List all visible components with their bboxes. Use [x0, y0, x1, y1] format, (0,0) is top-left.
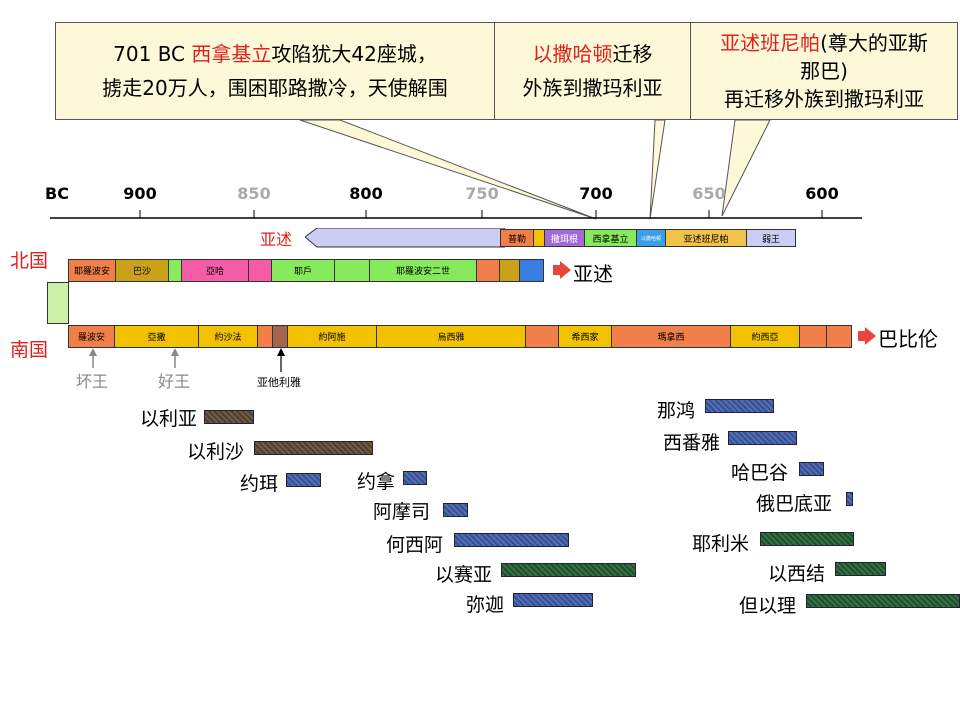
- prophet-label: 那鸿: [657, 400, 696, 422]
- south-king-josiah: 約西亞: [730, 325, 800, 348]
- axis-tick-750: 750: [465, 184, 499, 203]
- prophet-label: 弥迦: [466, 594, 505, 616]
- good-king-label: 好王: [158, 372, 191, 391]
- south-king-jehoram: [257, 325, 273, 348]
- axis-tick-900: 900: [123, 184, 157, 203]
- south-king-asa: 亞撒: [114, 325, 199, 348]
- north-king-ahab: 亞哈: [181, 259, 249, 282]
- north-exile-destination: 亚述: [573, 262, 613, 286]
- axis-bc-label: BC: [45, 184, 69, 203]
- callout-text-line2: 那巴): [800, 59, 848, 83]
- prophet-label: 但以理: [739, 595, 797, 617]
- callout-text: 迁移: [612, 42, 653, 66]
- prophet-bar: [806, 594, 960, 608]
- prophet-bar: [443, 503, 468, 517]
- callout-esarhaddon: 以撒哈顿迁移 外族到撒玛利亚: [494, 22, 691, 120]
- prophet-bar: [799, 462, 824, 476]
- assyria-king-sargon: 撒珥根: [544, 229, 585, 247]
- prophet-label: 约拿: [357, 471, 396, 493]
- south-king-rehoboam: 羅波安: [68, 325, 115, 348]
- south-exile-arrow-icon: [865, 327, 876, 345]
- south-king-late1: [799, 325, 827, 348]
- assyria-king-pul: 普勒: [500, 229, 534, 247]
- prophet-bar: [286, 473, 321, 487]
- north-king-jeroboam: 耶羅波安: [68, 259, 116, 282]
- north-king-late1: [476, 259, 500, 282]
- north-kingdom-label: 北国: [10, 250, 49, 272]
- prophet-label: 约珥: [240, 473, 279, 495]
- south-king-joash: 約阿施: [287, 325, 377, 348]
- prophet-label: 以利沙: [187, 441, 245, 463]
- prophet-label: 以西结: [768, 563, 826, 585]
- assyria-king-ashurbanipal: 亚述班尼帕: [665, 229, 747, 247]
- prophet-label: 西番雅: [663, 432, 721, 454]
- axis-tick-800: 800: [349, 184, 383, 203]
- axis-line: [50, 210, 862, 219]
- north-king-late2: [499, 259, 520, 282]
- south-king-late2: [826, 325, 852, 348]
- south-king-ahaz: [525, 325, 559, 348]
- north-king-jehu: 耶戶: [271, 259, 335, 282]
- callout-text-line2: 掳走20万人，围困耶路撒冷，天使解围: [102, 76, 448, 100]
- south-kingdom-label: 南国: [10, 339, 49, 361]
- south-exile-destination: 巴比伦: [878, 327, 938, 351]
- prophet-label: 哈巴谷: [731, 462, 789, 484]
- prophet-bar: [403, 471, 427, 485]
- prophet-bar: [204, 410, 254, 424]
- assyria-king-weak: 弱王: [746, 229, 796, 247]
- callout-king-ashurbanipal: 亚述班尼帕: [720, 31, 821, 55]
- axis-tick-850: 850: [237, 184, 271, 203]
- axis-tick-700: 700: [579, 184, 613, 203]
- south-king-uzziah: 烏西雅: [376, 325, 526, 348]
- north-exile-arrow-stem: [553, 265, 561, 275]
- prophet-bar: [454, 533, 569, 547]
- athaliah-label: 亚他利雅: [257, 376, 301, 389]
- assyria-band-arrow: [305, 228, 505, 248]
- north-king-jeroboam2: 耶羅波安二世: [369, 259, 477, 282]
- callout-king-sennacherib: 西拿基立: [191, 42, 272, 66]
- bad-king-label: 坏王: [76, 372, 109, 391]
- callout-text-line2: 外族到撒玛利亚: [522, 76, 663, 100]
- axis-tick-600: 600: [805, 184, 839, 203]
- assyria-king-sennacherib: 西拿基立: [584, 229, 637, 247]
- prophet-label: 以利亚: [140, 408, 198, 430]
- prophet-label: 以赛亚: [435, 564, 493, 586]
- prophet-label: 俄巴底亚: [756, 493, 833, 515]
- south-queen-athaliah: [272, 325, 288, 348]
- callout-king-esarhaddon: 以撒哈顿: [532, 42, 613, 66]
- axis-tick-650: 650: [692, 184, 726, 203]
- south-king-jehoshaphat: 約沙法: [198, 325, 258, 348]
- north-exile-arrow-icon: [560, 261, 571, 279]
- prophet-label: 耶利米: [692, 533, 750, 555]
- north-king-baasha: 巴沙: [115, 259, 169, 282]
- callout-ashurbanipal: 亚述班尼帕(尊大的亚斯 那巴) 再迁移外族到撒玛利亚: [690, 22, 958, 120]
- north-king-joram: [248, 259, 272, 282]
- south-king-manasseh: 瑪拿西: [611, 325, 731, 348]
- prophet-bar: [254, 441, 373, 455]
- prophet-bar: [705, 399, 774, 413]
- north-king-hoshea: [519, 259, 544, 282]
- callout-text: (尊大的亚斯: [820, 31, 928, 55]
- assyria-king-esarhaddon: 以撒哈顿: [636, 229, 666, 247]
- prophet-label: 何西阿: [386, 534, 444, 556]
- callout-sennacherib: 701 BC 西拿基立攻陷犹大42座城， 掳走20万人，围困耶路撒冷，天使解围: [55, 22, 495, 120]
- prophet-bar: [835, 562, 886, 576]
- prophet-bar: [501, 563, 636, 577]
- prophet-bar: [513, 593, 593, 607]
- prophet-bar: [728, 431, 797, 445]
- north-king-jehoahaz: [334, 259, 370, 282]
- king-marker-arrows: [89, 348, 285, 372]
- callout-text: 攻陷犹大42座城，: [271, 42, 437, 66]
- prophet-bar: [760, 532, 854, 546]
- north-king-omri: [168, 259, 182, 282]
- assyria-label: 亚述: [260, 230, 293, 249]
- prophet-label: 阿摩司: [373, 501, 431, 523]
- kingdom-split-connector: [47, 282, 69, 324]
- south-exile-arrow-stem: [858, 331, 866, 341]
- callout-year: 701 BC: [113, 42, 192, 66]
- callout-text-line3: 再迁移外族到撒玛利亚: [724, 87, 924, 111]
- south-king-hezekiah: 希西家: [558, 325, 612, 348]
- prophet-bar: [846, 492, 853, 506]
